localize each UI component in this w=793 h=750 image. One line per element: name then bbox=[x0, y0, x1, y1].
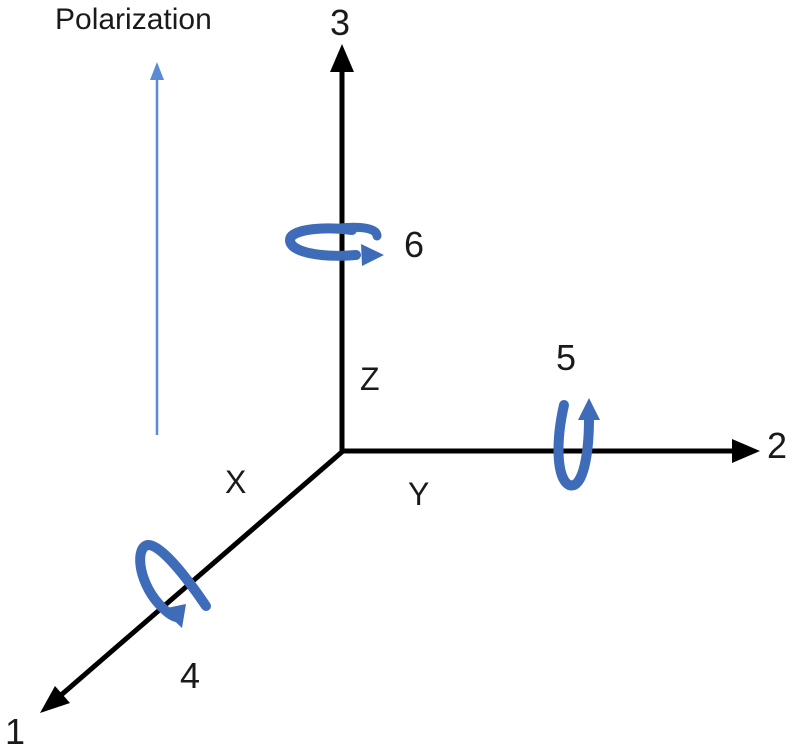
axis-3-number: 3 bbox=[330, 2, 350, 43]
axis-x-letter: X bbox=[225, 464, 246, 500]
rotation-5-icon bbox=[553, 398, 600, 491]
axis-2-y bbox=[340, 439, 760, 463]
axis-1-number: 1 bbox=[5, 711, 25, 750]
rotation-5-label: 5 bbox=[556, 337, 576, 378]
axis-y-letter: Y bbox=[408, 476, 429, 512]
axis-3-z bbox=[330, 44, 354, 453]
polarization-arrow bbox=[150, 62, 164, 435]
rotation-4-label: 4 bbox=[180, 655, 200, 696]
rotation-6-label: 6 bbox=[404, 224, 424, 265]
axis-2-number: 2 bbox=[767, 425, 787, 466]
rotation-6-icon bbox=[284, 222, 384, 266]
rotation-4-icon bbox=[135, 540, 211, 628]
axis-1-x bbox=[40, 449, 345, 713]
polarization-label: Polarization bbox=[55, 3, 212, 36]
axis-z-letter: Z bbox=[360, 361, 380, 397]
